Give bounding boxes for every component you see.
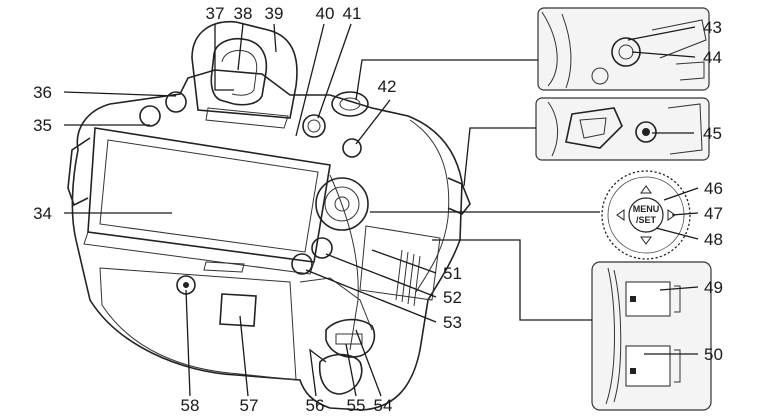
callout-37: 37 <box>206 4 225 23</box>
callout-34: 34 <box>33 204 52 223</box>
callout-40: 40 <box>316 4 335 23</box>
button-42[interactable] <box>342 138 362 158</box>
inset-card-slots <box>591 261 712 411</box>
arrow-left-icon[interactable] <box>616 209 625 221</box>
callout-42: 42 <box>378 77 397 96</box>
grip-contour <box>409 119 450 293</box>
callout-46: 46 <box>704 179 723 198</box>
card-slot-1-icon <box>630 296 636 302</box>
callout-50: 50 <box>704 345 723 364</box>
callout-58: 58 <box>181 396 200 415</box>
arrow-down-icon[interactable] <box>640 236 652 245</box>
inset-connector-detail <box>535 97 710 161</box>
callout-47: 47 <box>704 204 723 223</box>
eye-sensor <box>205 107 289 129</box>
inset-dial-detail <box>537 7 710 91</box>
callout-44: 44 <box>703 48 722 67</box>
button-52[interactable] <box>311 237 333 259</box>
eyepiece-window <box>210 38 268 106</box>
strap-lug-right <box>447 177 471 215</box>
battery-door <box>318 318 376 395</box>
rear-dial-top[interactable] <box>331 91 369 117</box>
eyecup <box>191 20 298 119</box>
strap-lug-left <box>67 137 91 207</box>
callout-55: 55 <box>347 396 366 415</box>
leader-lines <box>63 23 699 397</box>
callout-49: 49 <box>704 278 723 297</box>
callout-35: 35 <box>33 116 52 135</box>
battery-release-lever <box>318 353 363 395</box>
button-53[interactable] <box>291 253 313 275</box>
callout-53: 53 <box>443 313 462 332</box>
callout-38: 38 <box>234 4 253 23</box>
menu-set-label-bottom: /SET <box>636 215 657 225</box>
menu-set-label-top: MENU <box>633 204 660 214</box>
camera-body <box>67 69 471 411</box>
callout-39: 39 <box>265 4 284 23</box>
bottom-plate <box>99 267 297 381</box>
control-dial[interactable] <box>315 177 369 231</box>
card-slot-2-icon <box>630 368 636 374</box>
monitor <box>83 127 331 275</box>
callout-48: 48 <box>704 230 723 249</box>
callout-45: 45 <box>703 124 722 143</box>
callout-56: 56 <box>306 396 325 415</box>
callout-57: 57 <box>240 396 259 415</box>
button-35[interactable] <box>139 105 161 127</box>
inset-control-dial[interactable]: MENU /SET <box>601 170 691 260</box>
button-36[interactable] <box>165 91 187 113</box>
connector-cover <box>219 293 257 327</box>
callout-labels: 34 35 36 37 38 39 40 41 42 43 44 45 46 4… <box>33 4 723 415</box>
callout-52: 52 <box>443 288 462 307</box>
button-41[interactable] <box>302 114 326 138</box>
callout-36: 36 <box>33 83 52 102</box>
arrow-up-icon[interactable] <box>640 185 652 194</box>
arrow-right-icon[interactable] <box>667 209 676 221</box>
callout-51: 51 <box>443 264 462 283</box>
grip-texture <box>395 249 421 307</box>
callout-54: 54 <box>374 396 393 415</box>
body-outline <box>71 69 463 411</box>
viewfinder <box>191 20 298 129</box>
callout-41: 41 <box>343 4 362 23</box>
callout-43: 43 <box>703 18 722 37</box>
